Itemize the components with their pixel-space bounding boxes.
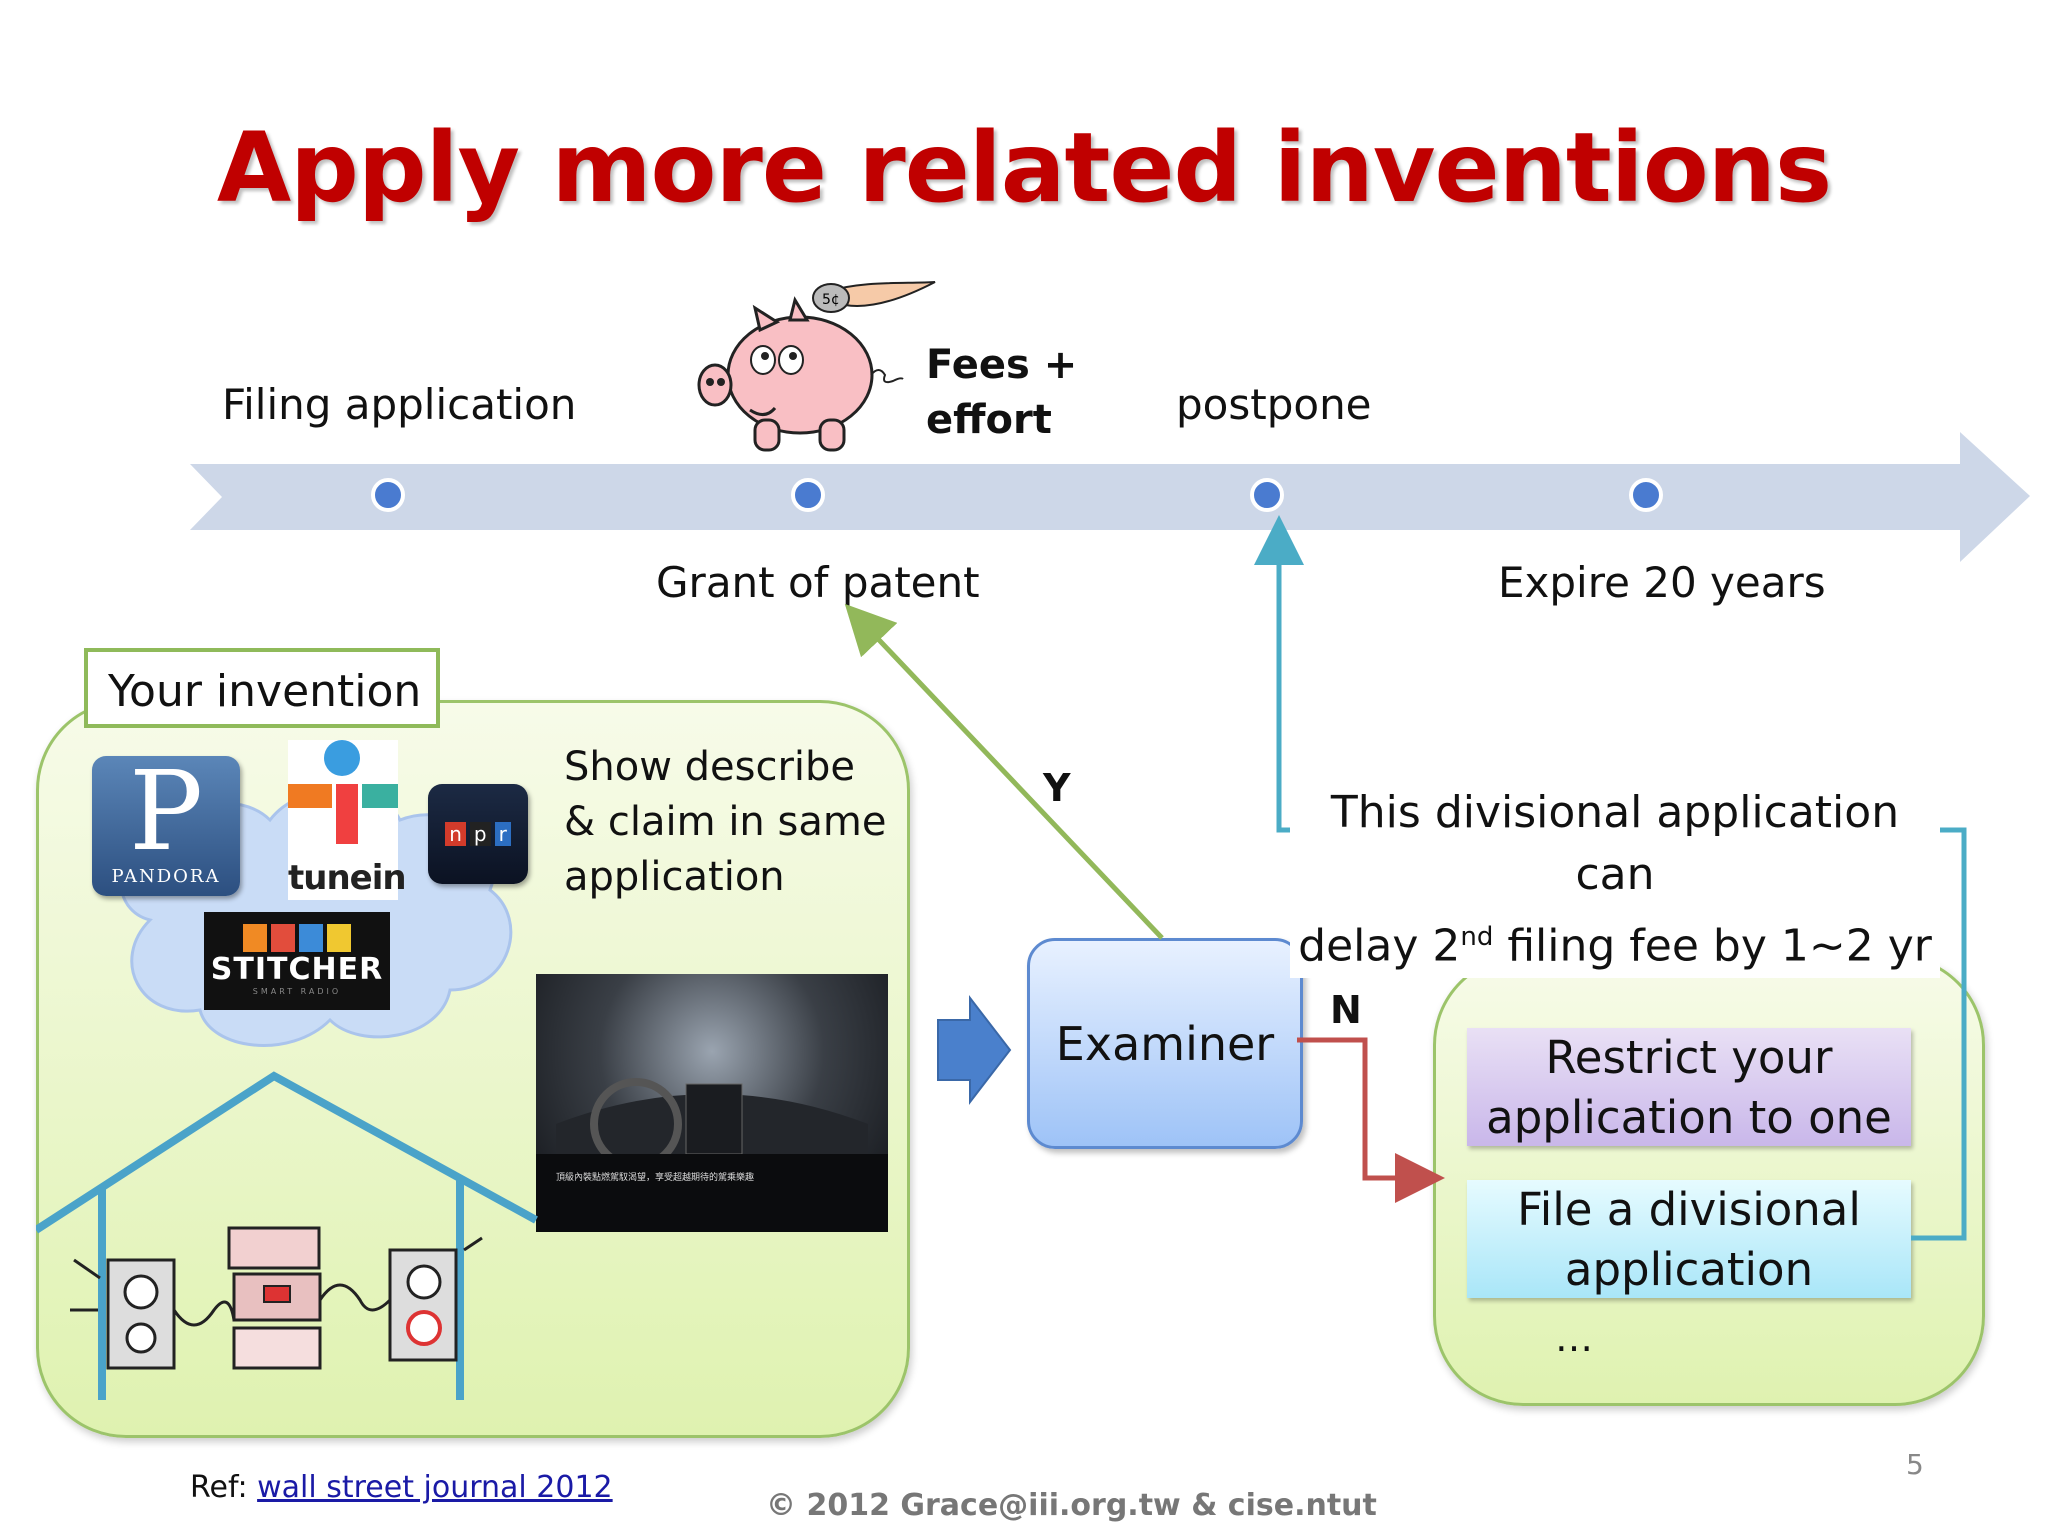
divisional-note-line: delay 2nd filing fee by 1~2 yr (1290, 906, 1940, 978)
ref-prefix: Ref: (190, 1470, 257, 1505)
ref-link[interactable]: wall street journal 2012 (257, 1470, 613, 1505)
note-superscript: nd (1460, 922, 1493, 952)
note-part: filing fee by 1~2 yr (1493, 921, 1932, 972)
copyright: © 2012 Grace@iii.org.tw & cise.ntut (766, 1488, 1377, 1523)
right-arrow-icon (938, 998, 1010, 1102)
yes-label: Y (1043, 766, 1071, 810)
no-label: N (1330, 988, 1362, 1032)
note-part: delay 2 (1298, 921, 1460, 972)
no-arrow (1297, 1040, 1420, 1178)
page-number: 5 (1906, 1448, 1924, 1481)
reference: Ref: wall street journal 2012 (190, 1470, 613, 1505)
divisional-note-line: This divisional application can (1290, 782, 1940, 906)
yes-arrow (862, 622, 1162, 938)
divisional-note: This divisional application can delay 2n… (1290, 782, 1940, 978)
